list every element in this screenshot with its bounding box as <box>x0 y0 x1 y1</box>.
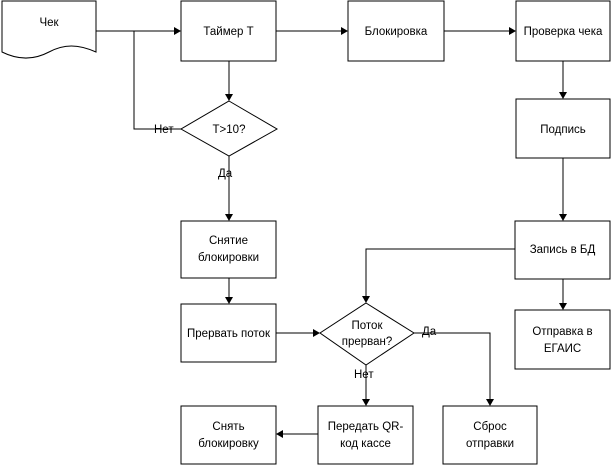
arrow-icon <box>559 303 567 310</box>
node-db-write: Запись в БД <box>514 220 611 280</box>
arrow-icon <box>341 27 348 35</box>
decision-diamond <box>319 302 415 366</box>
edge-label-no: Нет <box>354 369 374 381</box>
arrow-icon <box>313 329 320 337</box>
node-signature: Подпись <box>515 98 611 159</box>
document-shape <box>1 0 97 59</box>
edge-db-stream <box>365 248 515 298</box>
arrow-icon <box>486 399 494 406</box>
process-box <box>514 309 611 370</box>
node-label: Отправка в <box>532 326 592 338</box>
node-reset-send: Сброс отправки <box>442 405 538 465</box>
arrow-icon <box>225 214 233 221</box>
node-label: код кассе <box>340 438 391 450</box>
node-label: Проверка чека <box>524 26 603 38</box>
node-label: блокировку <box>198 438 259 450</box>
node-stop-stream: Прервать поток <box>180 303 277 363</box>
process-box <box>515 98 611 159</box>
process-box <box>514 220 611 280</box>
node-cheque: Чек <box>1 0 97 59</box>
node-label: прерван? <box>342 336 393 348</box>
node-block: Блокировка <box>347 0 445 62</box>
node-remove-block: Снять блокировку <box>180 405 277 465</box>
edge-label-no: Нет <box>154 124 174 136</box>
connectors <box>96 30 564 435</box>
edge-label-yes: Да <box>422 326 437 338</box>
process-box <box>442 405 538 465</box>
node-timer: Таймер Т <box>180 0 277 62</box>
node-label: Сброс <box>473 421 507 433</box>
node-label: Таймер Т <box>203 26 253 38</box>
process-box <box>317 405 414 465</box>
process-box <box>347 0 445 62</box>
node-label: Чек <box>39 17 59 29</box>
node-label: Запись в БД <box>530 244 596 256</box>
arrow-icon <box>509 27 516 35</box>
arrow-icon <box>559 92 567 99</box>
arrow-icon <box>362 399 370 406</box>
node-unblock: Снятие блокировки <box>180 220 277 279</box>
arrow-heads <box>174 27 567 438</box>
node-label: Снятие <box>209 235 248 247</box>
arrow-icon <box>276 430 283 438</box>
node-label: Передать QR- <box>328 421 404 433</box>
node-label: блокировки <box>198 252 259 264</box>
node-label: Подпись <box>540 124 586 136</box>
node-send-qr: Передать QR- код кассе <box>317 405 414 465</box>
process-box <box>180 303 277 363</box>
process-box <box>180 220 277 279</box>
node-label: ЕГАИС <box>544 343 581 355</box>
decision-diamond <box>179 100 279 157</box>
edge-label-yes: Да <box>218 168 233 180</box>
node-label: Снять <box>212 421 244 433</box>
arrow-icon <box>174 27 181 35</box>
arrow-icon <box>225 94 233 101</box>
process-box <box>180 405 277 465</box>
process-box <box>180 0 277 62</box>
node-send-egais: Отправка в ЕГАИС <box>514 309 611 370</box>
node-condition-t: T>10? <box>179 100 279 157</box>
node-label: отправки <box>466 438 514 450</box>
process-box <box>515 0 611 62</box>
edge-condition-no-loop <box>133 31 181 130</box>
node-label: T>10? <box>213 124 246 136</box>
node-label: Блокировка <box>365 26 428 38</box>
arrow-icon <box>362 296 370 303</box>
node-label: Прервать поток <box>187 328 271 340</box>
edge-stream-reset <box>414 332 491 401</box>
arrow-icon <box>225 297 233 304</box>
node-check-receipt: Проверка чека <box>515 0 611 62</box>
node-label: Поток <box>352 320 384 332</box>
node-stream-broken: Поток прерван? <box>319 302 415 366</box>
edge-labels: Нет Да Да Нет <box>154 124 437 381</box>
arrow-icon <box>559 214 567 221</box>
